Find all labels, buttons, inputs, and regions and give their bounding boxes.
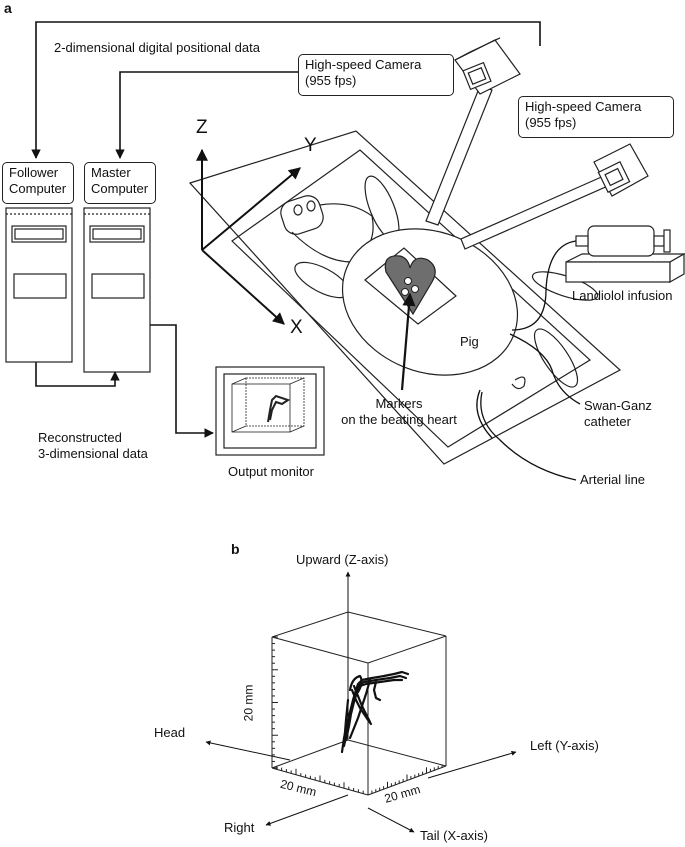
arterial-line xyxy=(480,391,577,481)
camera-1-label-line1: High-speed Camera xyxy=(305,57,422,72)
panel-b-label: b xyxy=(231,541,240,557)
positional-data-label: 2-dimensional digital positional data xyxy=(54,40,260,55)
markers-pointer-arrow xyxy=(400,292,416,391)
arterial-line-label: Arterial line xyxy=(580,472,646,487)
axis-y-arrow xyxy=(201,167,301,251)
reconstructed-label: Reconstructed 3-dimensional data xyxy=(38,430,148,462)
master-to-monitor-line xyxy=(150,324,214,438)
axis-x-label: X xyxy=(290,317,303,338)
follower-to-master-line xyxy=(35,362,120,387)
landiolol-label: Landiolol infusion xyxy=(572,288,673,303)
camera-1-label-box: High-speed Camera (955 fps) xyxy=(298,54,454,96)
pig-label: Pig xyxy=(460,334,479,349)
panel-b-axes xyxy=(205,571,517,833)
camera-2-drawing xyxy=(460,143,649,250)
output-monitor-drawing xyxy=(215,366,325,456)
swan-ganz-line xyxy=(509,333,581,405)
axes-a xyxy=(196,148,301,325)
head-axis-label: Head xyxy=(154,725,186,740)
master-computer-tower xyxy=(83,207,151,373)
camera2-to-follower-line xyxy=(31,21,541,159)
follower-computer-line2: Computer xyxy=(9,181,67,196)
upward-axis-label: Upward (Z-axis) xyxy=(296,552,389,567)
follower-computer-tower xyxy=(5,207,73,363)
infusion-tube xyxy=(511,240,577,331)
tail-axis-arrow xyxy=(367,807,415,833)
right-axis-arrow xyxy=(265,794,349,826)
landiolol-pump-drawing xyxy=(565,225,685,284)
follower-computer-label-box: Follower Computer xyxy=(2,162,74,204)
tubes xyxy=(476,240,581,481)
right-axis-label: Right xyxy=(224,820,255,835)
panel-a-label: a xyxy=(4,0,12,16)
master-computer-line2: Computer xyxy=(91,181,149,196)
master-computer-line1: Master xyxy=(91,165,131,180)
heart-shape xyxy=(384,255,436,316)
camera-2-label-line2: (955 fps) xyxy=(525,115,577,130)
left-axis-label: Left (Y-axis) xyxy=(530,738,599,753)
swan-ganz-line1: Swan-Ganz xyxy=(584,398,652,413)
scale-vertical-label: 20 mm xyxy=(241,684,256,722)
camera1-to-master-line xyxy=(115,71,300,159)
reconstructed-line1: Reconstructed xyxy=(38,430,122,445)
operating-table xyxy=(188,130,622,465)
swan-ganz-label: Swan-Ganz catheter xyxy=(584,398,652,430)
master-computer-label-box: Master Computer xyxy=(84,162,156,204)
head-axis-arrow xyxy=(205,740,291,761)
output-monitor-label: Output monitor xyxy=(228,464,314,479)
reconstructed-line2: 3-dimensional data xyxy=(38,446,148,461)
swan-ganz-line2: catheter xyxy=(584,414,631,429)
tail-axis-label: Tail (X-axis) xyxy=(420,828,488,843)
markers-line1: Markers xyxy=(375,396,423,411)
left-axis-arrow xyxy=(427,750,517,779)
data-flow-lines xyxy=(31,21,541,438)
camera-2-label-line1: High-speed Camera xyxy=(525,99,642,114)
panel-b-ticks xyxy=(271,636,447,795)
heart-trajectory xyxy=(340,670,410,754)
camera-1-drawing xyxy=(425,37,521,226)
axis-x-arrow xyxy=(201,249,285,325)
markers-line2: on the beating heart xyxy=(341,412,457,427)
axis-y-label: Y xyxy=(304,135,317,156)
follower-computer-line1: Follower xyxy=(9,165,59,180)
camera-1-label-line2: (955 fps) xyxy=(305,73,357,88)
markers-label: Markers on the beating heart xyxy=(324,396,474,428)
camera-2-label-box: High-speed Camera (955 fps) xyxy=(518,96,674,138)
axis-z-label: Z xyxy=(196,117,208,138)
panel-b-cube xyxy=(271,611,447,796)
